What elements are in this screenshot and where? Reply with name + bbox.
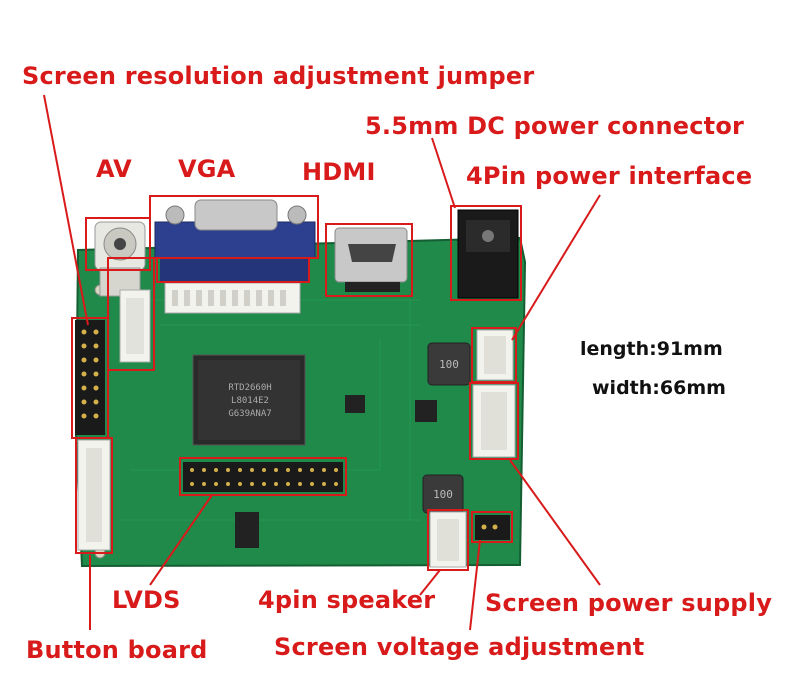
small-ic — [235, 512, 259, 548]
label-hdmi: HDMI — [302, 158, 376, 186]
highlight-boxes — [71, 195, 522, 571]
label-av: AV — [96, 155, 132, 183]
label-vga: VGA — [178, 155, 236, 183]
power-4pin-header — [476, 329, 514, 381]
label-4pin-power: 4Pin power interface — [466, 162, 753, 190]
dc-power-jack — [457, 209, 519, 299]
inductor-marking: 100 — [439, 358, 459, 371]
lvds-box — [179, 457, 347, 496]
label-button-board: Button board — [26, 636, 208, 664]
small-ic — [415, 400, 437, 422]
vga-connector — [154, 199, 316, 282]
screen-power-box — [469, 382, 519, 460]
dc-box — [450, 205, 522, 301]
button-board-header — [77, 439, 111, 551]
speaker-header — [429, 511, 467, 568]
chip-marking-3: G639ANA7 — [228, 409, 271, 419]
label-speaker: 4pin speaker — [258, 586, 436, 614]
chip-marking-2: L8014E2 — [231, 396, 269, 406]
lvds-header — [183, 462, 343, 492]
label-voltage: Screen voltage adjustment — [274, 633, 645, 661]
voltage-box — [471, 511, 513, 543]
screen-power-header — [472, 384, 516, 458]
vga-header-box — [156, 257, 310, 283]
voltage-jumper — [475, 515, 510, 540]
label-jumper: Screen resolution adjustment jumper — [22, 62, 535, 90]
vga-header — [164, 282, 301, 314]
speaker-box — [427, 509, 469, 571]
hdmi-connector — [334, 227, 408, 292]
inductor: 100 — [422, 474, 464, 514]
label-dc-connector: 5.5mm DC power connector — [365, 112, 745, 140]
length-text: length:91mm — [580, 338, 723, 360]
small-ic — [345, 395, 365, 413]
pointer-lines — [43, 94, 601, 631]
av-header-box — [107, 257, 155, 371]
main-chip: RTD2660H L8014E2 G639ANA7 — [192, 354, 306, 446]
button-board-box — [75, 437, 113, 554]
inductor: 100 — [427, 342, 471, 386]
chip-marking-1: RTD2660H — [228, 383, 271, 393]
av-header — [119, 289, 151, 363]
width-text: width:66mm — [592, 377, 726, 399]
inductor-marking: 100 — [433, 488, 453, 501]
hdmi-box — [325, 223, 413, 297]
label-lvds: LVDS — [112, 586, 181, 614]
label-screen-power: Screen power supply — [485, 589, 773, 617]
jumper-pin-header — [75, 320, 105, 435]
